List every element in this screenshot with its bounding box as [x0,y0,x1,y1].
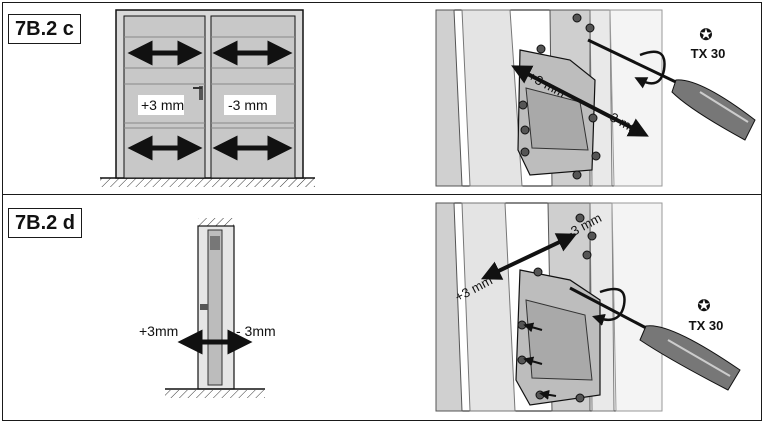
screwdriver-icon [569,286,741,391]
torx-star-icon: ✪ [699,27,712,44]
tool-label-bottom: TX 30 [689,318,724,333]
ground-hatch [100,178,315,187]
adjust-arrow-diagonal-bottom [480,233,578,280]
section-divider [2,194,762,195]
step-label-bottom: 7B.2 d [8,208,83,238]
door-edge-illustration [165,218,265,398]
rotate-arrow-icon [634,50,666,89]
rotate-arrow-icon [592,287,626,326]
screwdriver-icon [587,38,756,141]
step-label-top: 7B.2 c [8,14,81,44]
torx-star-icon: ✪ [697,298,710,315]
tool-label-top: TX 30 [691,46,726,61]
hinge-closeup-bottom [435,202,741,412]
plus-label-bottom: +3mm [139,323,178,339]
instruction-sheet [2,2,762,421]
minus-label-top: -3 mm [228,97,268,113]
door-handle [199,86,203,100]
adjust-arrows-top [127,40,293,161]
plus-label-top: +3 mm [141,97,184,113]
hinge-closeup-top [435,9,756,187]
adjust-arrow-diagonal-top [511,65,649,137]
minus-label-bottom: - 3mm [236,323,276,339]
